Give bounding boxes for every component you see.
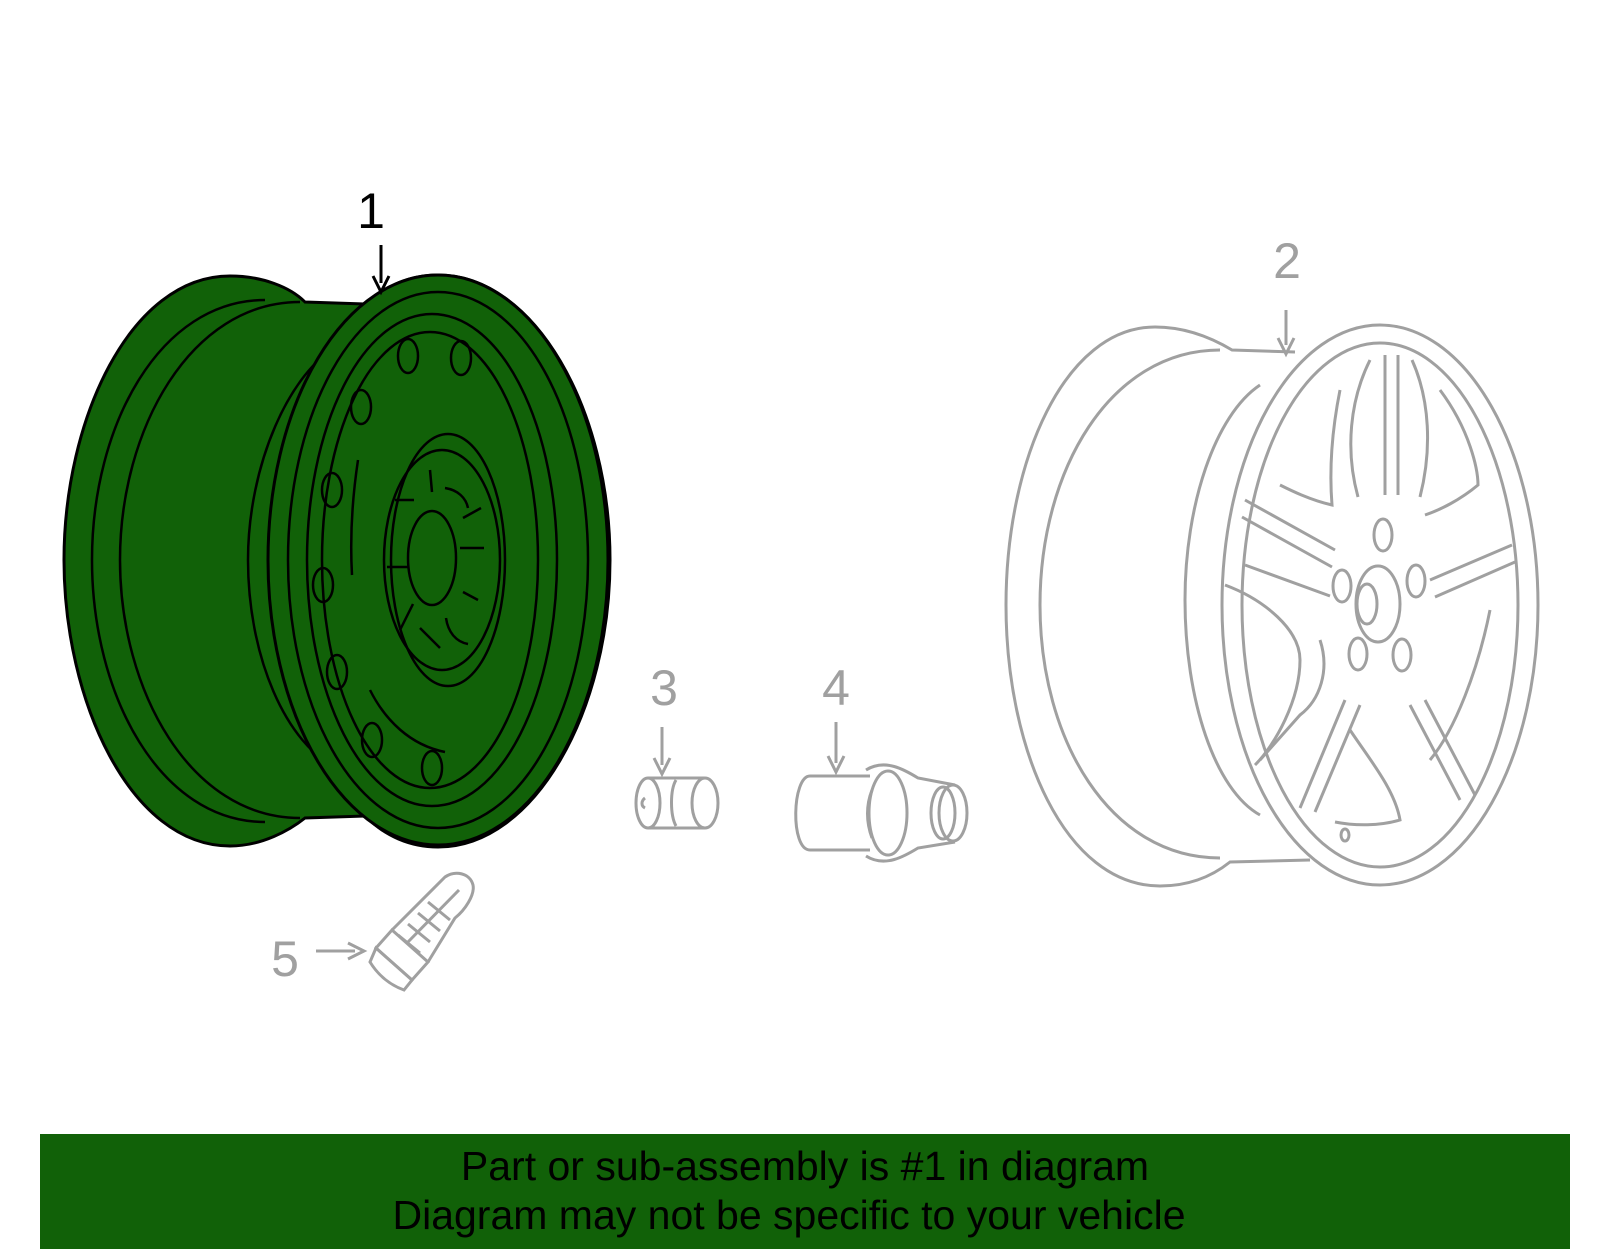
- part-4-lug-nut[interactable]: [794, 763, 969, 863]
- callout-3: 3: [650, 660, 678, 778]
- callout-5: 5: [271, 931, 368, 987]
- callout-2-label: 2: [1273, 233, 1301, 289]
- part-1-steel-wheel[interactable]: [62, 273, 612, 849]
- part-5-wheel-stud[interactable]: [368, 871, 475, 992]
- callout-5-label: 5: [271, 931, 299, 987]
- diagram-notice-banner: Part or sub-assembly is #1 in diagram Di…: [40, 1134, 1570, 1249]
- banner-line-1: Part or sub-assembly is #1 in diagram: [460, 1143, 1150, 1189]
- callout-3-label: 3: [650, 660, 678, 716]
- callout-1: 1: [357, 183, 391, 296]
- callout-4-label: 4: [822, 660, 850, 716]
- callout-1-label: 1: [357, 183, 385, 239]
- part-3-cap[interactable]: [634, 776, 720, 830]
- part-2-alloy-wheel[interactable]: [1004, 323, 1540, 888]
- callout-4: 4: [822, 660, 850, 776]
- banner-line-2: Diagram may not be specific to your vehi…: [392, 1192, 1186, 1238]
- callout-2: 2: [1273, 233, 1301, 358]
